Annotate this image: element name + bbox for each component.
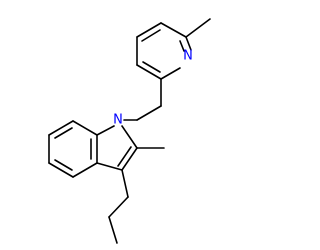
- bond-c7a-n: [96, 125, 115, 136]
- bond-c3-propyl-1: [121, 169, 129, 198]
- bond-propyl-1-2: [108, 196, 129, 218]
- propyl-chain: [108, 169, 129, 244]
- bond-c7-c6-double: [54, 127, 73, 139]
- molecule-structure: N N: [48, 18, 211, 244]
- bond-c4-c3a: [72, 162, 98, 178]
- bond-c5-c4-double: [54, 159, 73, 171]
- bond-c7-c6: [48, 120, 74, 136]
- bond-methyl-c2: [185, 18, 211, 38]
- structure-canvas: N N: [48, 18, 211, 244]
- bond-c3-c4: [136, 22, 162, 38]
- bond-n-c2: [121, 125, 138, 149]
- bond-c3-c4-double: [141, 29, 161, 42]
- bond-c5-c4: [48, 162, 74, 178]
- bond-c6-n1: [160, 67, 181, 80]
- bond-c5-c6-double: [142, 61, 161, 73]
- pyridine-ring: [136, 18, 211, 80]
- bond-c2-n1: [185, 36, 192, 51]
- bond-c5-c6: [136, 64, 162, 80]
- indole-ring: [48, 120, 165, 178]
- bond-c3-c3a: [96, 162, 123, 171]
- bond-propyl-2-3: [108, 216, 118, 244]
- indole-nitrogen-label: N: [113, 113, 123, 128]
- ethyl-linker: [123, 78, 162, 121]
- pyridine-nitrogen-label: N: [183, 49, 193, 64]
- bond-c2-c3: [160, 22, 187, 38]
- bond-c2-n1-double: [179, 40, 185, 52]
- bond-c2-c3: [121, 147, 138, 171]
- bond-c7a-c7: [72, 120, 98, 136]
- bond-c2-c3-double: [117, 146, 132, 167]
- bond-ch2a-ch2b: [136, 105, 162, 121]
